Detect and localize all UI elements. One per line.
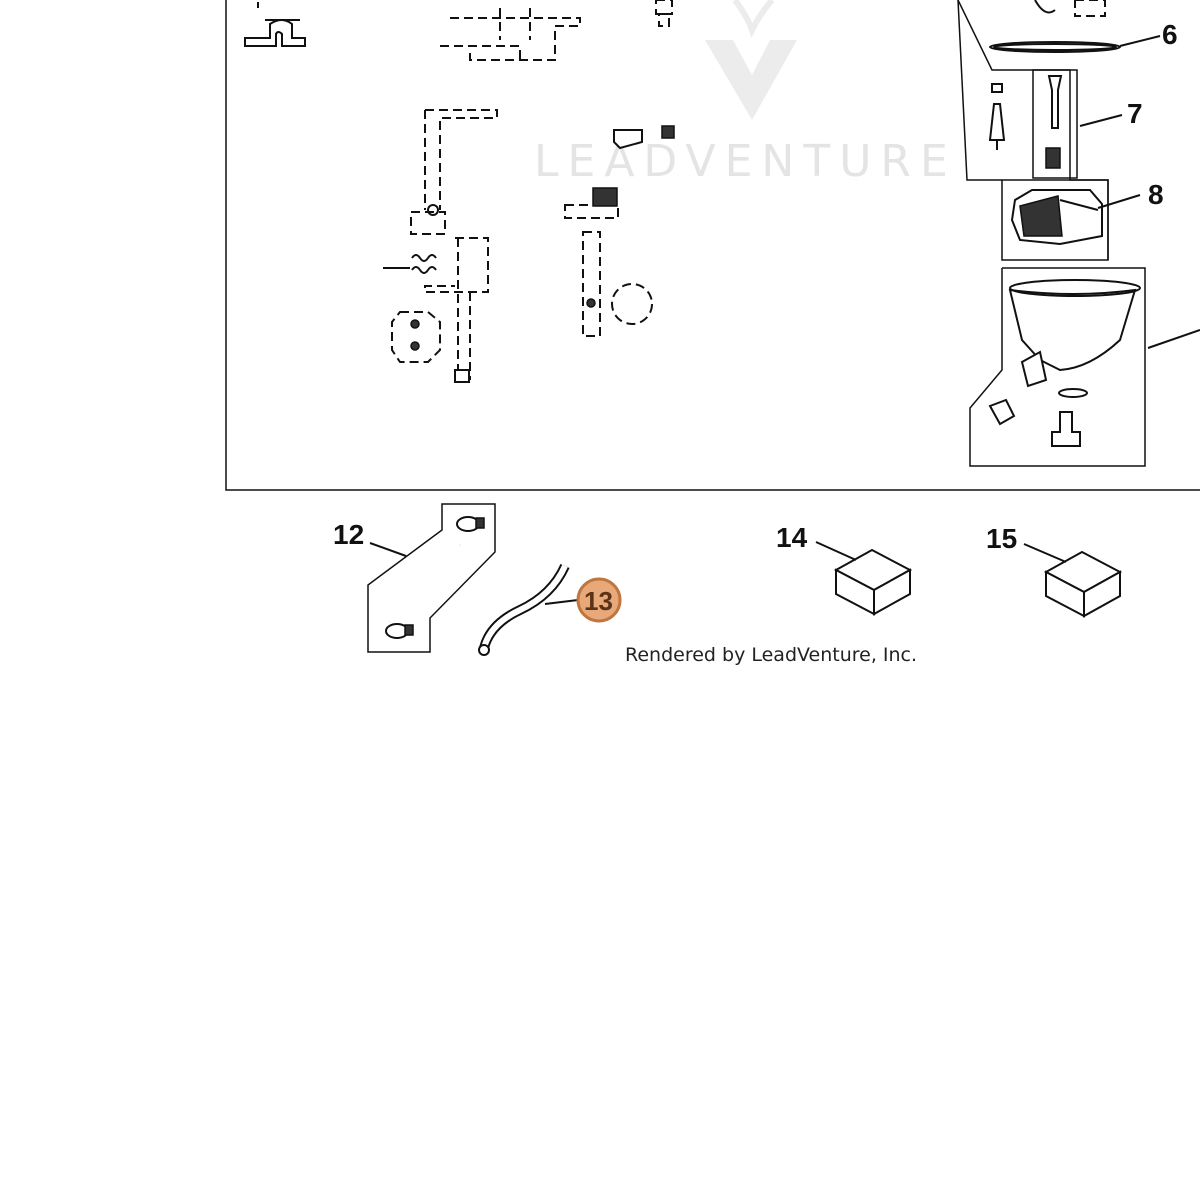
callout-13-highlight[interactable]: 13 — [576, 577, 622, 623]
leader-13 — [544, 599, 579, 605]
leader-15 — [1023, 543, 1067, 563]
callout-13[interactable]: 13 — [584, 586, 613, 616]
bracket-clamp-part — [244, 2, 306, 47]
float-bowl-part — [969, 267, 1146, 467]
throttle-shaft-part — [564, 125, 675, 337]
callout-8[interactable]: 8 — [1148, 179, 1164, 210]
float-part — [1001, 179, 1109, 261]
leader-6 — [1119, 35, 1161, 47]
small-screw-part — [655, 0, 673, 27]
fuel-hose-part — [478, 563, 570, 656]
watermark-brand-text: LEADVENTURE — [534, 136, 957, 187]
leader-14 — [815, 541, 857, 561]
assembly-frame — [225, 0, 1200, 491]
callout-15[interactable]: 15 — [986, 523, 1017, 554]
leadventure-v-logo-icon — [705, 0, 797, 120]
float-needle-top-part — [1034, 0, 1106, 17]
choke-linkage-part — [383, 109, 498, 383]
watermark: LEADVENTURE — [534, 0, 957, 187]
needle-valve-part — [988, 69, 1078, 179]
leader-7 — [1079, 114, 1123, 127]
callout-12[interactable]: 12 — [333, 519, 364, 550]
callout-14[interactable]: 14 — [776, 522, 808, 553]
kit-box-15-part — [1043, 550, 1123, 618]
throttle-bracket-part — [440, 8, 581, 61]
callout-6[interactable]: 6 — [1162, 19, 1178, 50]
leader-9 — [1147, 329, 1200, 349]
leader-12 — [369, 542, 407, 557]
callout-7[interactable]: 7 — [1127, 98, 1143, 129]
rendered-by-credit: Rendered by LeadVenture, Inc. — [625, 644, 917, 666]
leader-8 — [1097, 194, 1141, 209]
gasket-part — [989, 41, 1121, 53]
kit-box-14-part — [833, 548, 913, 616]
hose-with-clamps-part — [367, 503, 496, 653]
